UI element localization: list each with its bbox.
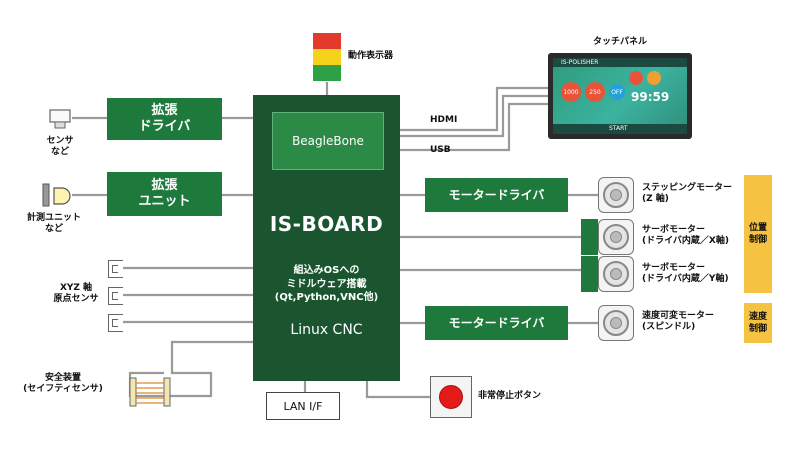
stepping-motor-label: ステッピングモーター (Z 軸) [642,183,733,205]
touch-panel-label: タッチパネル [592,37,647,47]
xyz-sensor-label: XYZ 軸 原点センサ [53,283,99,305]
expansion-driver-box: 拡張 ドライバ [107,98,222,140]
expansion-unit-box: 拡張 ユニット [107,172,222,216]
usb-label: USB [430,145,451,155]
sensor-icon [47,108,73,130]
touch-panel-screen: IS-POLISHER 1000 250 OFF 99:59 START [553,58,687,134]
screen-start: START [609,125,628,132]
servo-motor-x-label: サーボモーター (ドライバ内蔵／X軸) [642,225,729,247]
emergency-stop-icon [430,376,472,418]
hdmi-label: HDMI [430,115,458,125]
motor-driver-top: モータードライバ [425,178,568,212]
servo-motor-x-icon [598,219,634,255]
position-control-bar: 位置 制御 [744,175,772,293]
screen-value-2: 250 [585,82,605,102]
signal-tower-label: 動作表示器 [348,51,394,61]
connector-icon [108,260,123,278]
connector-icon [108,314,123,332]
screen-timer: 99:59 [631,90,670,104]
built-in-driver-tab [581,219,598,255]
linux-cnc-text: Linux CNC [290,322,363,338]
stepping-motor-icon [598,177,634,213]
servo-motor-y-icon [598,256,634,292]
spindle-motor-label: 速度可変モーター (スピンドル) [642,311,715,333]
screen-off-button: OFF [609,84,625,100]
screen-brand: IS-POLISHER [561,59,599,66]
servo-motor-y-label: サーボモーター (ドライバ内蔵／Y軸) [642,263,729,285]
beaglebone-module: BeagleBone [272,112,384,170]
sensor-label: センサ など [46,136,74,158]
screen-value-1: 1000 [561,82,581,102]
speed-control-bar: 速度 制御 [744,303,772,343]
safety-sensor-icon [128,376,172,408]
safety-device-label: 安全装置 (セイフティセンサ) [23,373,103,395]
signal-tower-icon [313,33,341,83]
measure-unit-icon [40,182,74,208]
motor-driver-bottom: モータードライバ [425,306,568,340]
emergency-stop-label: 非常停止ボタン [478,391,542,401]
built-in-driver-tab [581,256,598,292]
measure-unit-label: 計測ユニット など [26,213,81,235]
board-title: IS-BOARD [269,212,384,236]
touch-panel: IS-POLISHER 1000 250 OFF 99:59 START [548,53,692,139]
connector-icon [108,287,123,305]
lan-interface-box: LAN I/F [266,392,340,420]
spindle-motor-icon [598,305,634,341]
middleware-text: 組込みOSへの ミドルウェア搭載 (Qt,Python,VNC他) [274,265,379,303]
